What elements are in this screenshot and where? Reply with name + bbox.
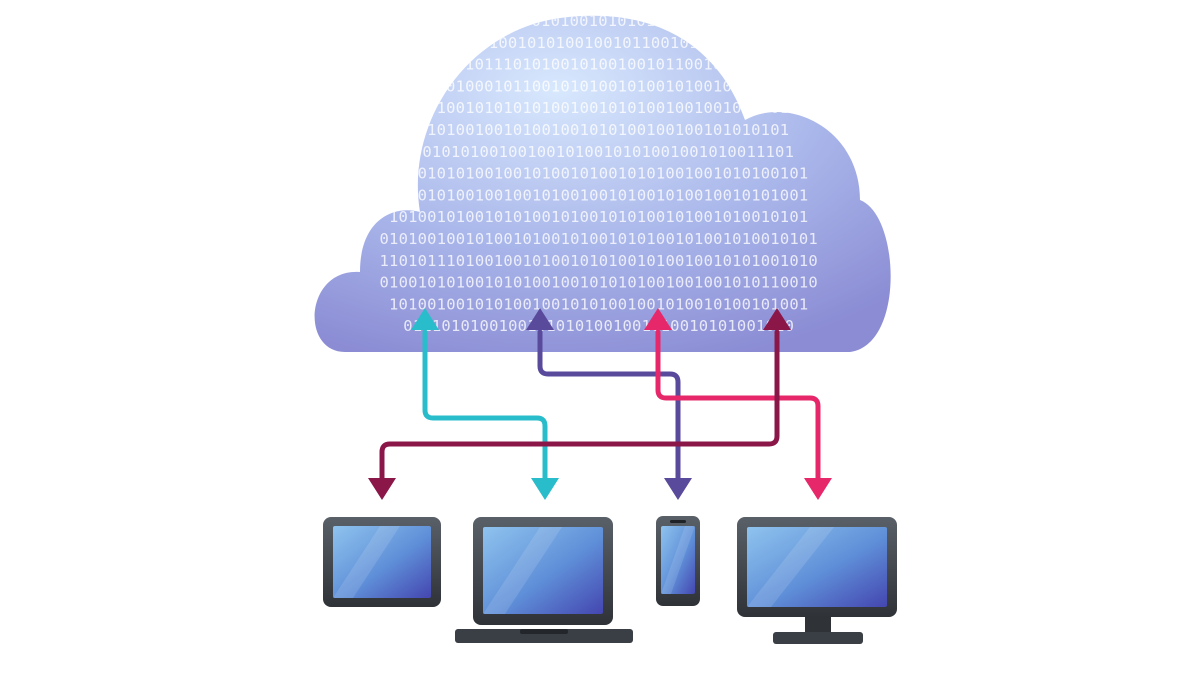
binary-row: 0111010100100101010100100101001010100101… — [403, 317, 794, 335]
teal-link-line — [422, 329, 548, 481]
binary-data-pattern: 01010010101011 0100101010010010110010100 0… — [380, 12, 818, 335]
binary-row: 1101011101001001010010101001010010010101… — [380, 252, 818, 270]
phone-speaker — [670, 520, 686, 523]
teal-up-arrowhead — [411, 308, 439, 330]
maroon-down-arrowhead — [368, 478, 396, 500]
pink-up-arrowhead — [644, 308, 672, 330]
indigo-link-line — [537, 329, 681, 481]
tablet-screen — [333, 526, 431, 598]
laptop-screen-glare — [483, 527, 562, 614]
binary-row: 0100101010010101001001010101001001001010… — [380, 274, 818, 292]
binary-row: 1001001010101010010010101001001001011001 — [408, 99, 789, 117]
desktop-screen — [747, 527, 887, 607]
laptop-base — [455, 629, 633, 643]
binary-row: 0100101010010010110010100 — [479, 34, 717, 52]
devices — [323, 516, 897, 644]
binary-row: 01010010101011 — [532, 12, 665, 30]
indigo-up-arrowhead — [526, 308, 554, 330]
tablet-device — [323, 517, 441, 607]
pink-link-line — [655, 329, 821, 481]
desktop-stand-neck — [805, 617, 831, 633]
binary-row: 1010100100101001001010100100100101010101 — [408, 121, 789, 139]
desktop-screen-glare — [747, 527, 834, 607]
binary-row: 0100101001001001010010010100101001001010… — [389, 186, 808, 204]
binary-row: 0010101010010010100101001010100100101010… — [389, 165, 808, 183]
teal-down-arrowhead — [531, 478, 559, 500]
laptop-trackpad-notch — [520, 629, 568, 634]
binary-row: 010111010100101001001011001011 — [456, 56, 742, 74]
laptop-screen — [483, 527, 603, 614]
binary-row: 0101001001010010100101001010100101001010… — [380, 230, 818, 248]
indigo-down-arrowhead — [664, 478, 692, 500]
pink-down-arrowhead — [804, 478, 832, 500]
data-cloud: 01010010101011 0100101010010010110010100 0… — [314, 12, 891, 352]
binary-row: 1010010010101001001010100100101001010010… — [389, 295, 808, 313]
desktop-stand-base — [773, 632, 863, 644]
maroon-link-line — [379, 329, 780, 481]
binary-row: 1010001011001010100101001010010100 — [437, 77, 761, 95]
laptop-device — [455, 517, 633, 643]
maroon-up-arrowhead — [763, 308, 791, 330]
phone-device — [656, 516, 700, 606]
binary-row: 1001010100100100101001010100100101001110… — [403, 143, 794, 161]
binary-row: 1010010100101010010100101010010100101001… — [389, 208, 808, 226]
cloud-shape — [314, 15, 891, 352]
phone-screen-glare — [661, 526, 695, 594]
desktop-device — [737, 517, 897, 644]
connection-arrows — [368, 308, 832, 500]
phone-screen — [661, 526, 695, 594]
tablet-screen-glare — [333, 526, 400, 598]
